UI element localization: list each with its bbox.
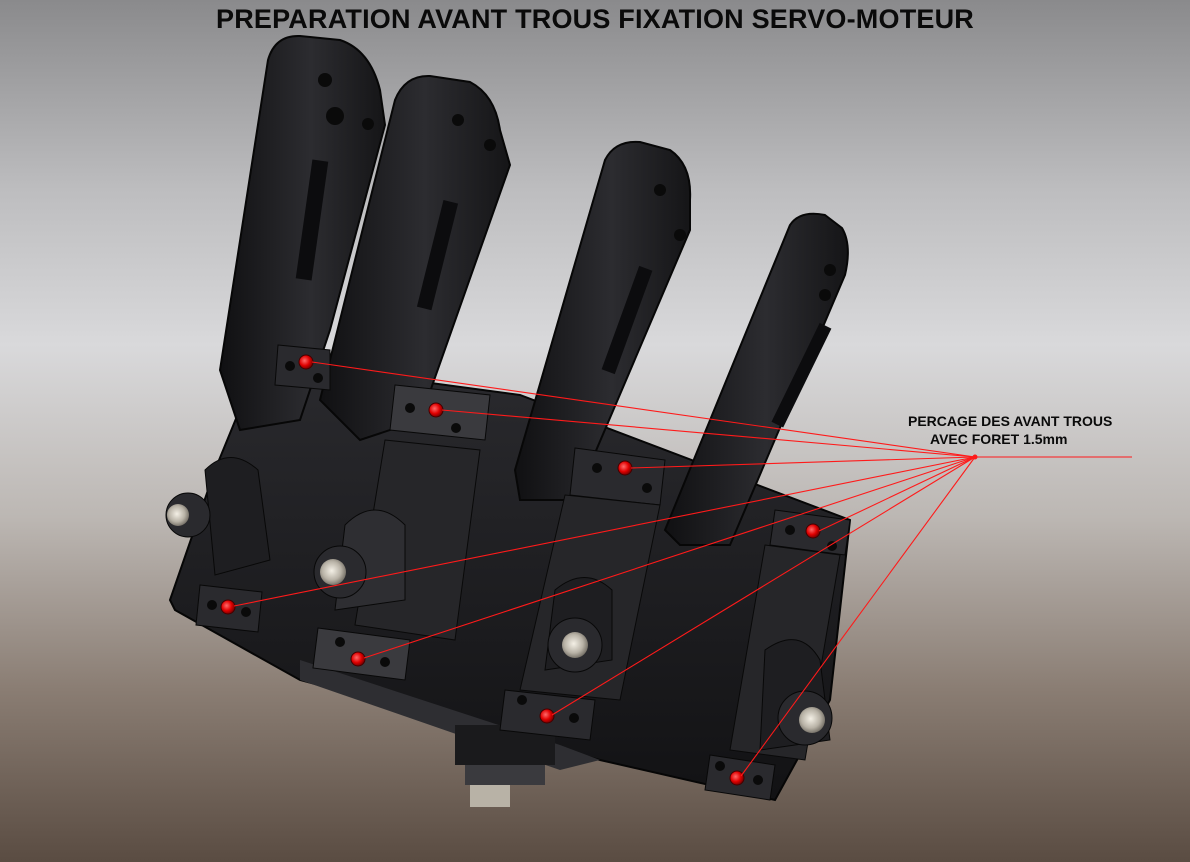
pilot-hole-2 bbox=[428, 402, 444, 418]
pilot-hole-4 bbox=[805, 523, 821, 539]
pilot-hole-7 bbox=[539, 708, 555, 724]
pilot-hole-8 bbox=[729, 770, 745, 786]
arm-2 bbox=[318, 74, 512, 442]
arm-3 bbox=[513, 140, 692, 501]
annotation-line-2: AVEC FORET 1.5mm bbox=[930, 431, 1068, 447]
pilot-hole-3 bbox=[617, 460, 633, 476]
pilot-hole-1 bbox=[298, 354, 314, 370]
pilot-hole-5 bbox=[220, 599, 236, 615]
diagram-title: PREPARATION AVANT TROUS FIXATION SERVO-M… bbox=[215, 4, 974, 34]
annotation-line-1: PERCAGE DES AVANT TROUS bbox=[908, 413, 1113, 429]
servo-horn-1 bbox=[165, 457, 271, 576]
pilot-hole-6 bbox=[350, 651, 366, 667]
servo-horn-3 bbox=[544, 577, 613, 673]
pilot-hole-markers bbox=[220, 354, 821, 786]
arm-1 bbox=[218, 34, 387, 432]
arm-4 bbox=[663, 212, 849, 546]
servo-horn-4 bbox=[759, 639, 833, 751]
drilling-annotation: PERCAGE DES AVANT TROUS AVEC FORET 1.5mm bbox=[908, 412, 1112, 448]
base-body bbox=[168, 358, 852, 807]
leader-lines bbox=[233, 361, 1132, 777]
servo-horn-2 bbox=[313, 509, 406, 611]
